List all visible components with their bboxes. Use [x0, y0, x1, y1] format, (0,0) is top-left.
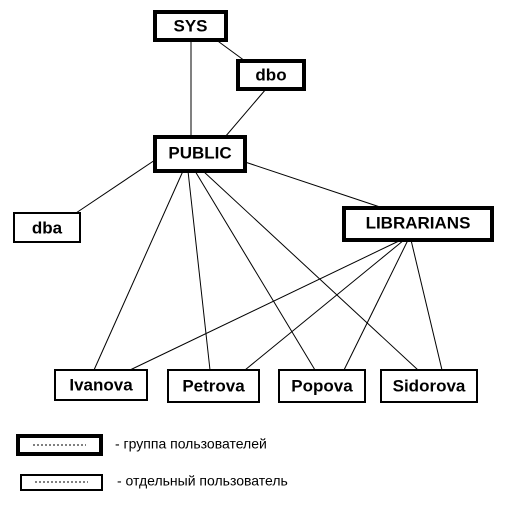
legend-user-label: - отдельный пользователь	[117, 473, 288, 489]
legend-group-entry: - группа пользователей	[16, 434, 267, 456]
edge-sys-dbo	[214, 38, 246, 62]
node-dba: dba	[13, 212, 81, 243]
node-dbo: dbo	[236, 59, 306, 91]
edge-public-ivanova	[93, 170, 184, 371]
legend-group-label: - группа пользователей	[115, 436, 267, 452]
node-public: PUBLIC	[153, 135, 247, 173]
edges	[72, 38, 443, 371]
node-sidorova-label: Sidorova	[393, 376, 466, 395]
node-ivanova: Ivanova	[54, 369, 148, 401]
legend: - группа пользователей - отдельный польз…	[16, 434, 288, 491]
legend-user-entry: - отдельный пользователь	[20, 473, 288, 491]
node-petrova: Petrova	[167, 369, 260, 403]
edge-librarians-ivanova	[129, 239, 402, 371]
node-librarians-label: LIBRARIANS	[366, 213, 471, 232]
node-popova-label: Popova	[291, 376, 353, 395]
node-sys-label: SYS	[173, 16, 207, 35]
edge-public-dba	[72, 157, 159, 216]
node-dba-label: dba	[32, 218, 63, 237]
node-ivanova-label: Ivanova	[69, 375, 133, 394]
node-public-label: PUBLIC	[168, 143, 231, 162]
node-sidorova: Sidorova	[380, 369, 478, 403]
legend-group-swatch	[16, 434, 103, 456]
edge-public-petrova	[187, 170, 211, 371]
edge-public-sidorova	[202, 170, 419, 371]
edge-dbo-public	[224, 88, 267, 138]
edge-public-popova	[194, 170, 316, 371]
edge-librarians-sidorova	[410, 239, 443, 371]
node-petrova-label: Petrova	[182, 376, 245, 395]
edge-librarians-popova	[343, 239, 409, 371]
legend-user-swatch	[20, 474, 103, 491]
node-sys: SYS	[153, 10, 228, 42]
node-popova: Popova	[278, 369, 366, 403]
node-dbo-label: dbo	[255, 65, 286, 84]
edge-librarians-petrova	[244, 239, 405, 371]
edge-public-librarians	[244, 161, 384, 209]
node-librarians: LIBRARIANS	[342, 206, 494, 242]
